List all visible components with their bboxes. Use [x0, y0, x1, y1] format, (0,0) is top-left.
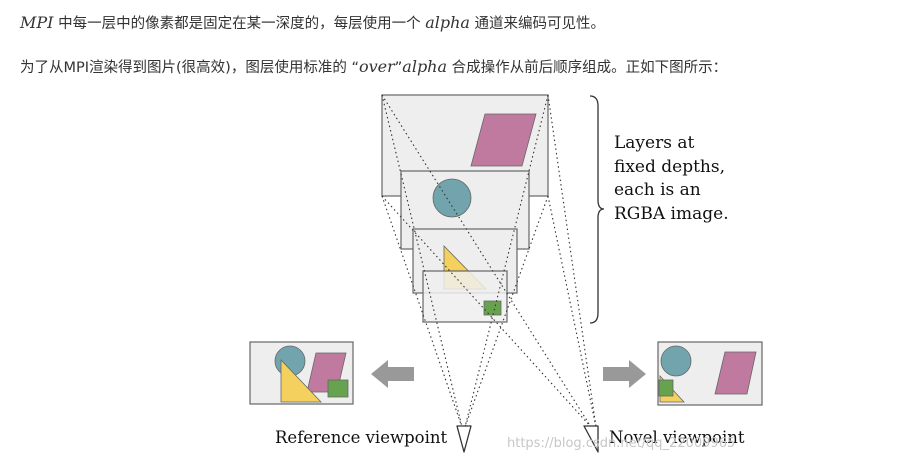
ray: [464, 94, 549, 428]
ray: [381, 195, 463, 428]
reference-triangle: [280, 359, 322, 403]
curly-brace-icon: [589, 95, 605, 324]
ray: [547, 195, 597, 428]
ray: [464, 195, 549, 428]
intro-paragraph-2: 为了从MPI渲染得到图片(很高效)，图层使用标准的 “over”alpha 合成…: [20, 57, 727, 78]
line2-text-a: 为了从MPI渲染得到图片(很高效)，图层使用标准的 “: [20, 60, 359, 76]
parallelogram-shape: [470, 113, 537, 167]
intro-paragraph-1: MPI 中每一层中的像素都是固定在某一深度的，每层使用一个 alpha 通道来编…: [20, 13, 605, 34]
arrow-right-icon: [603, 360, 646, 388]
reference-viewpoint-label: Reference viewpoint: [275, 428, 448, 447]
ray: [381, 94, 463, 428]
watermark: https://blog.csdn.net/qq_22009965: [507, 436, 736, 451]
line2-quote-close: ”: [394, 60, 403, 76]
circle-shape: [432, 178, 472, 218]
frustum-rays: [381, 94, 597, 428]
novel-camera-icon: [583, 425, 599, 453]
square-shape: [483, 300, 502, 316]
layers-note-line-3: each is an: [614, 180, 701, 200]
layers-note: Layers at fixed depths, each is an RGBA …: [614, 132, 729, 226]
math-alpha-2: alpha: [402, 57, 448, 76]
layers-note-line-4: RGBA image.: [614, 203, 729, 224]
layers-note-line-2: fixed depths,: [614, 156, 726, 177]
layer-4: [422, 270, 508, 323]
layers-note-line-1: Layers at: [614, 133, 695, 153]
novel-image: [657, 341, 763, 406]
line1-text-b: 通道来编码可见性。: [469, 16, 606, 32]
line1-text-a: 中每一层中的像素都是固定在某一深度的，每层使用一个: [53, 16, 426, 32]
math-over: over: [358, 57, 395, 76]
novel-viewpoint-label: Novel viewpoint: [609, 428, 745, 447]
layer-stack: [381, 94, 549, 323]
arrow-left-icon: [371, 360, 414, 388]
novel-circle: [660, 345, 692, 377]
reference-image: [249, 341, 354, 405]
reference-camera-icon: [456, 425, 472, 453]
novel-square: [658, 379, 674, 397]
math-alpha: alpha: [425, 13, 470, 32]
line2-text-b: 合成操作从前后顺序组成。正如下图所示：: [447, 60, 728, 76]
ray: [547, 94, 597, 428]
novel-parallelogram: [714, 351, 757, 395]
reference-square: [327, 379, 349, 398]
math-mpi: MPI: [20, 13, 54, 32]
